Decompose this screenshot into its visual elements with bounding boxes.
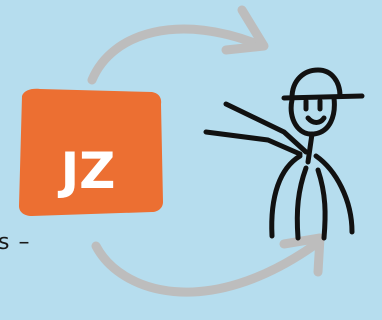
partial-caption-text: s – [0,230,30,255]
stick-figure-with-cap-icon [206,70,362,238]
curved-arrow-top-icon [92,10,264,80]
jz-logo-icon: JZ [19,89,163,216]
curved-arrow-bottom-icon [96,238,320,292]
logo-text: JZ [58,142,116,200]
